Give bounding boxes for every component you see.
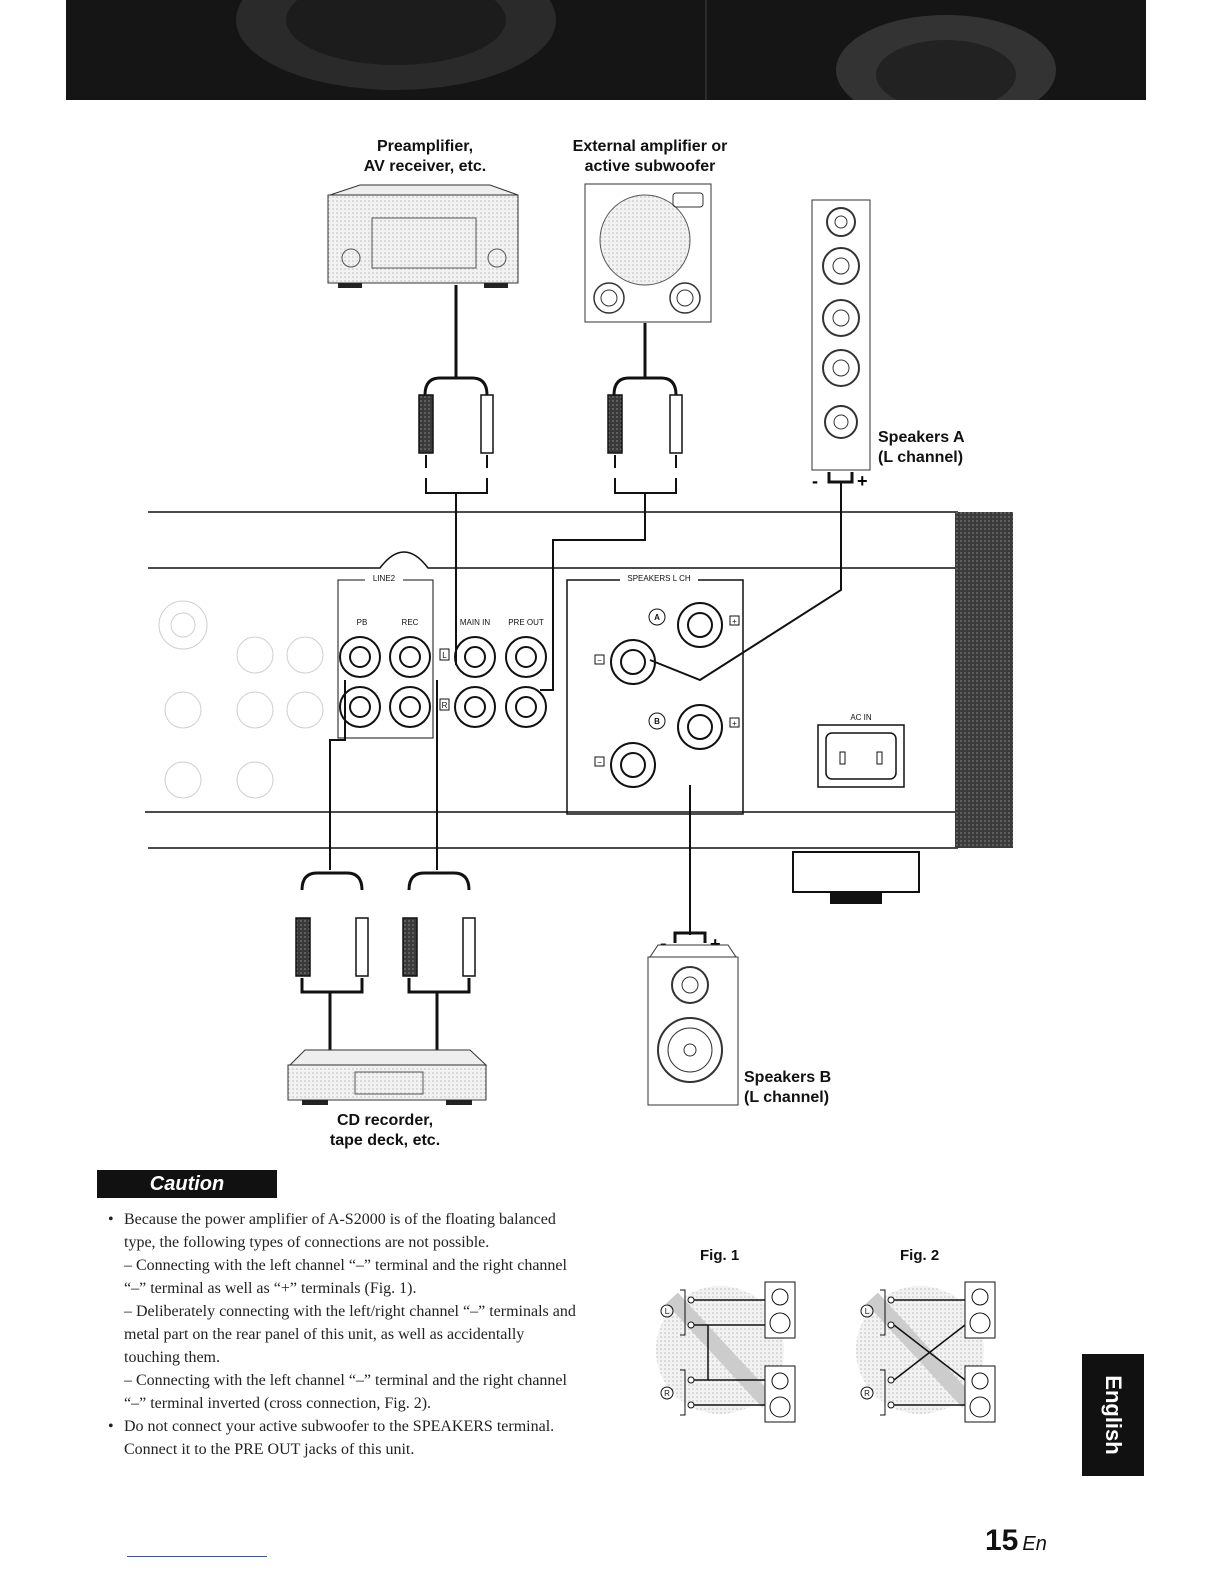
subwoofer-device-icon xyxy=(584,183,712,323)
preamplifier-label: Preamplifier, AV receiver, etc. xyxy=(330,137,520,177)
fig2-label: Fig. 2 xyxy=(900,1247,940,1264)
speakers-a-label: Speakers A (L channel) xyxy=(878,428,965,468)
external-amplifier-label: External amplifier or active subwoofer xyxy=(550,137,750,177)
speaker-b-bookshelf-icon: - + xyxy=(647,931,739,1106)
speaker-a-wire xyxy=(649,482,842,682)
header-photo-texture xyxy=(236,0,1056,100)
speakers-a-label-line2: (L channel) xyxy=(878,449,964,466)
footer-rule xyxy=(127,1556,267,1557)
rca-jacks xyxy=(339,636,547,728)
caution-heading-bar: Caution xyxy=(97,1170,277,1198)
preamp-cable xyxy=(418,285,494,665)
cd-recorder-label-line1: CD recorder, xyxy=(336,1112,434,1129)
terminal-a-label: A xyxy=(654,613,660,622)
speakers-b-label: Speakers B (L channel) xyxy=(744,1068,831,1108)
fig1-r-label: R xyxy=(664,1389,670,1398)
svg-text:+: + xyxy=(710,934,721,954)
rec-label: REC xyxy=(402,618,419,627)
cd-recorder-label: CD recorder, tape deck, etc. xyxy=(290,1111,480,1151)
pre-out-label: PRE OUT xyxy=(508,618,544,627)
svg-text:-: - xyxy=(812,471,818,491)
preamplifier-label-line2: AV receiver, etc. xyxy=(363,158,487,175)
fig1-l-label: L xyxy=(665,1307,670,1316)
caution-bullet-1: Because the power amplifier of A-S2000 i… xyxy=(108,1208,578,1254)
fig1-diagram: L R xyxy=(656,1281,796,1423)
caution-bullet-2: Do not connect your active subwoofer to … xyxy=(108,1415,578,1461)
line2-label: LINE2 xyxy=(373,574,396,583)
fig2-r-label: R xyxy=(864,1389,870,1398)
speakers-b-label-line1: Speakers B xyxy=(744,1069,832,1086)
caution-sub-3: – Connecting with the left channel “–” t… xyxy=(124,1372,567,1412)
language-tab: English xyxy=(1082,1354,1144,1476)
caution-text: Because the power amplifier of A-S2000 i… xyxy=(108,1208,578,1461)
svg-text:-: - xyxy=(660,933,667,955)
pb-label: PB xyxy=(357,618,368,627)
ac-in-label: AC IN xyxy=(850,713,872,722)
jack-r-marker: R xyxy=(442,701,448,710)
fig2-diagram: L R xyxy=(856,1281,996,1423)
terminal-b-label: B xyxy=(654,717,660,726)
plus-marker-b: + xyxy=(732,719,737,728)
speaker-a-tower-icon: - + xyxy=(811,199,871,491)
caution-title: Caution xyxy=(149,1173,225,1195)
svg-text:+: + xyxy=(857,471,868,491)
preamplifier-label-line1: Preamplifier, xyxy=(376,138,474,155)
cd-recorder-cable xyxy=(295,680,476,1050)
subwoofer-cable xyxy=(540,323,683,691)
page-number-value: 15 xyxy=(985,1524,1019,1557)
speaker-terminals xyxy=(610,602,723,788)
cd-recorder-device-icon xyxy=(287,1049,488,1105)
preamplifier-device-icon xyxy=(327,184,519,288)
minus-marker-b: − xyxy=(597,758,602,767)
speakers-b-label-line2: (L channel) xyxy=(744,1089,830,1106)
external-amplifier-label-line1: External amplifier or xyxy=(572,138,728,155)
cd-recorder-label-line2: tape deck, etc. xyxy=(329,1132,441,1149)
fig2-l-label: L xyxy=(865,1307,870,1316)
header-photo-band xyxy=(66,0,1146,100)
fig1-label: Fig. 1 xyxy=(700,1247,740,1264)
amplifier-rear-panel: LINE2 PB REC MAIN IN PRE OUT L R SPEAKER… xyxy=(145,511,1013,904)
main-in-label: MAIN IN xyxy=(460,618,490,627)
external-amplifier-label-line2: active subwoofer xyxy=(584,158,716,175)
page-number-suffix: En xyxy=(1022,1533,1047,1555)
speakers-l-ch-label: SPEAKERS L CH xyxy=(627,574,691,583)
speakers-a-label-line1: Speakers A xyxy=(878,429,965,446)
jack-l-marker: L xyxy=(442,651,447,660)
caution-sub-1: – Connecting with the left channel “–” t… xyxy=(124,1257,567,1297)
language-tab-label: English xyxy=(1101,1375,1126,1455)
plus-marker-a: + xyxy=(732,617,737,626)
caution-sub-2: – Deliberately connecting with the left/… xyxy=(124,1303,576,1366)
minus-marker-a: − xyxy=(597,656,602,665)
